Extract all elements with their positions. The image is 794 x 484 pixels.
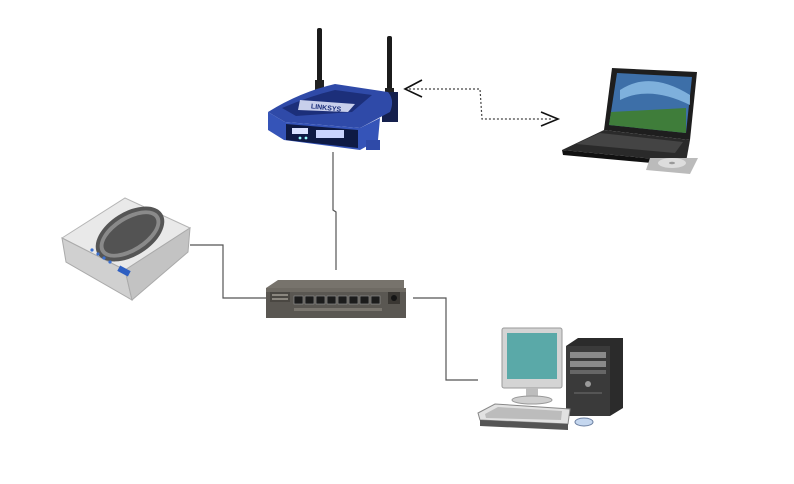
desktop-computer-icon: [477, 327, 623, 430]
connection-router-switch: [332, 152, 337, 270]
arrowhead-laptop: [540, 111, 561, 127]
switch-ports: [293, 295, 381, 305]
network-switch-icon: [266, 280, 406, 318]
arrowhead-router: [403, 79, 423, 98]
modem-icon: [60, 197, 192, 302]
router-brand-label: LINKSYS: [310, 103, 341, 113]
connections: [190, 79, 561, 381]
connection-switch-desktop: [413, 297, 478, 381]
connection-modem-switch: [190, 244, 266, 299]
laptop-icon: [562, 68, 698, 174]
wireless-router-icon: [268, 28, 398, 150]
connection-router-laptop: [403, 79, 561, 127]
